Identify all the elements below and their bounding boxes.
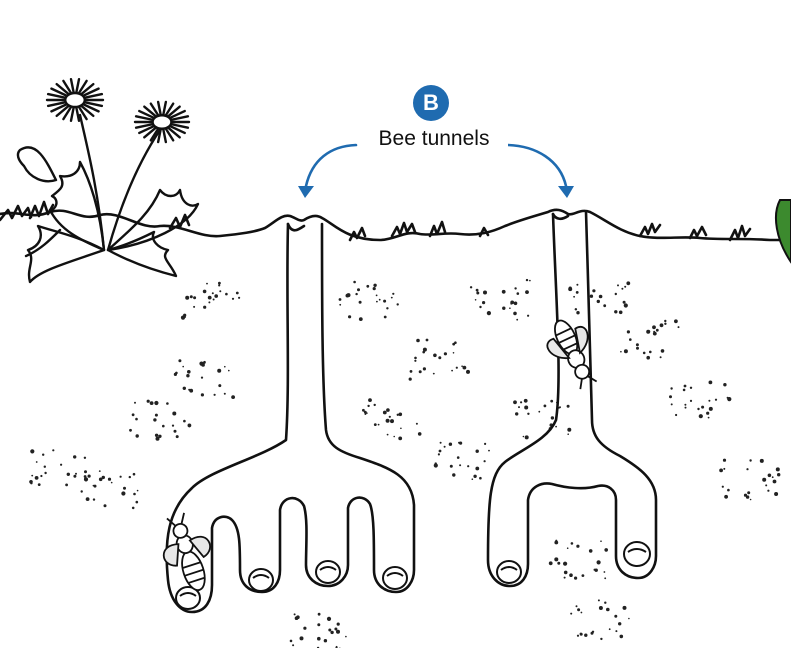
pollen-ball-icon (497, 561, 521, 583)
dandelion-flower-head (47, 79, 103, 121)
pollen-ball-icon (249, 569, 273, 591)
callout-label: Bee tunnels (360, 127, 508, 151)
arrow-icon (306, 145, 566, 186)
dandelion-icon (18, 79, 198, 282)
pollen-ball-icon (383, 567, 407, 589)
pollen-ball-icon (316, 561, 340, 583)
bee-icon (539, 312, 607, 394)
pollen-ball-icon (624, 542, 650, 566)
soil-speckles (29, 279, 780, 648)
right-bee-tunnel (488, 212, 656, 586)
arrow-left-head (298, 186, 314, 198)
callout-marker: B (413, 85, 449, 121)
ground-surface (0, 202, 791, 240)
arrow-right-head (558, 186, 574, 198)
grass-blade-icon (776, 200, 791, 262)
dandelion-flower-head (135, 102, 189, 142)
